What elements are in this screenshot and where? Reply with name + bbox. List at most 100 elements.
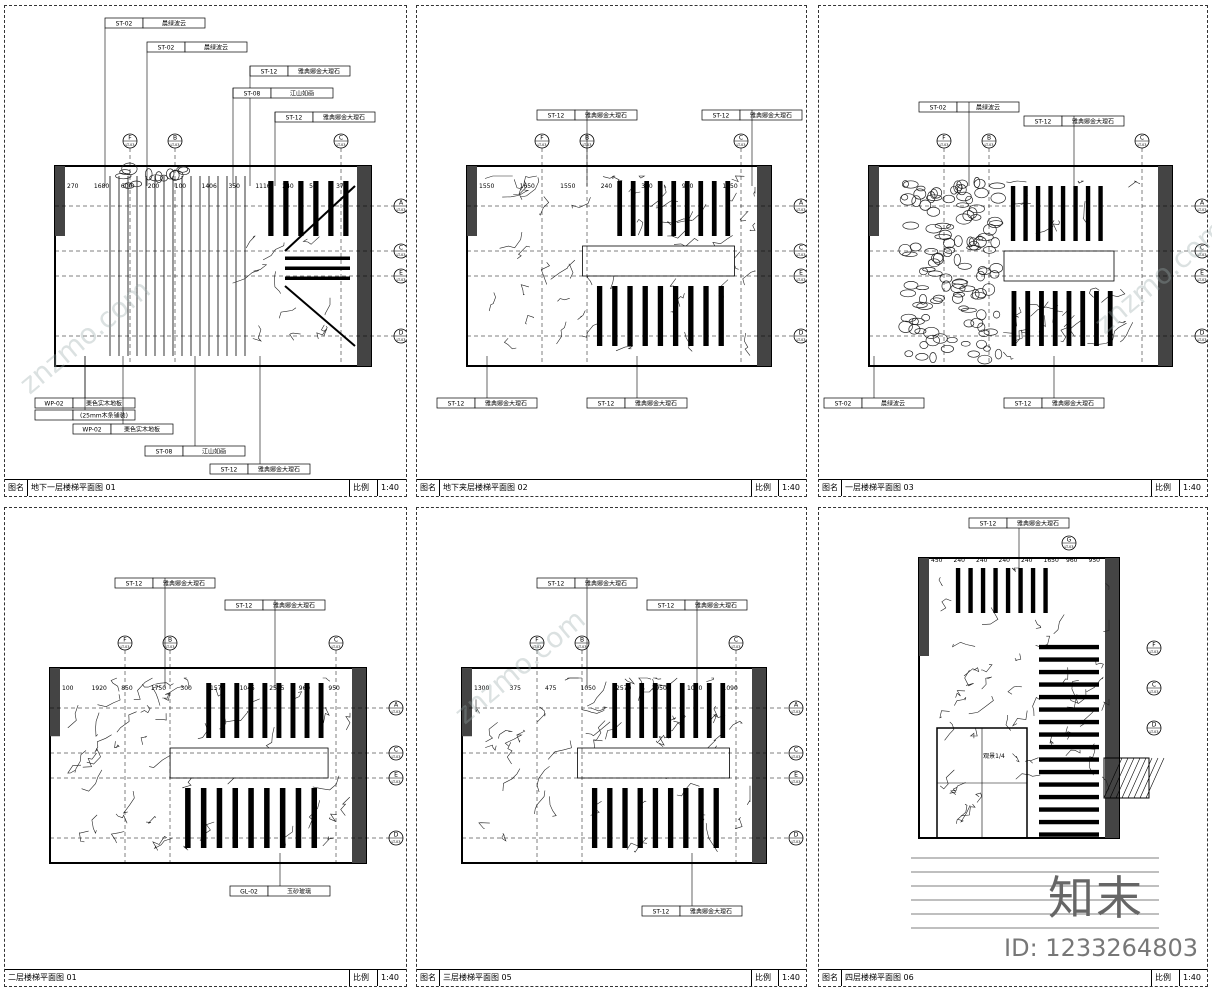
marble-vein (944, 721, 955, 741)
material-desc: 雅典娜金大理石 (485, 400, 527, 408)
dimension-label: 1050 (581, 685, 596, 692)
material-desc: 雅典娜金大理石 (323, 114, 365, 122)
marble-vein (1011, 710, 1028, 727)
stone-pattern (121, 162, 138, 176)
material-desc: 雅典娜金大理石 (750, 112, 792, 120)
material-tag-desc-box (574, 577, 638, 589)
material-code: ST-12 (221, 467, 238, 474)
scale-value: 1:40 (782, 973, 800, 982)
dimension-label: 310 (641, 183, 653, 190)
marble-vein (153, 838, 172, 850)
stair-tread (672, 286, 679, 346)
stair-tread (1039, 769, 1099, 775)
title-block-5: 图名 三层楼梯平面图 05 比例 1:40 (417, 969, 806, 986)
material-code: ST-12 (236, 603, 253, 610)
stone-pattern (971, 289, 980, 300)
stair-tread (596, 286, 603, 346)
dimension-label: 950 (328, 685, 340, 692)
marble-vein (503, 338, 517, 350)
stair-tread (630, 181, 636, 236)
stone-pattern (898, 243, 912, 257)
plan-drawing-3: FLT-03BLT-03CLT-03ALT-03CLT-03ELT-03DLT-… (823, 101, 1207, 409)
material-desc: 雅典娜金大理石 (1072, 118, 1114, 126)
marble-vein (513, 179, 523, 200)
marble-vein (110, 831, 125, 844)
marble-vein (746, 785, 751, 805)
marble-vein (594, 720, 606, 741)
grid-label: C (794, 747, 798, 754)
stone-pattern (926, 194, 943, 201)
material-tag-desc-box (287, 65, 351, 77)
stair-tread (667, 788, 674, 848)
stair-tread (652, 788, 659, 848)
marble-vein (557, 298, 570, 302)
grid-label: A (799, 200, 804, 207)
marble-vein (141, 683, 155, 688)
name-label: 图名 (822, 483, 838, 492)
marble-vein (1077, 180, 1084, 184)
marble-vein (520, 284, 529, 296)
stair-tread (625, 683, 631, 738)
material-tag-desc-box (624, 397, 688, 409)
scale-label: 比例 (353, 483, 369, 492)
wall-poche (352, 668, 366, 863)
wall-poche (55, 166, 65, 236)
marble-vein (1120, 322, 1134, 343)
marble-vein (662, 221, 675, 226)
material-desc: 雅典娜金大理石 (163, 580, 205, 588)
grid-ref: LT-03 (791, 710, 800, 714)
stone-pattern (904, 350, 914, 358)
stair-tread (703, 286, 709, 346)
stone-pattern (909, 242, 922, 252)
stair-tread (1052, 291, 1058, 346)
grid-ref: LT-03 (1197, 253, 1206, 257)
stone-pattern (921, 314, 931, 322)
marble-vein (1105, 583, 1110, 590)
stair-tread (248, 683, 254, 738)
marble-vein (320, 324, 328, 337)
material-code: ST-12 (980, 521, 997, 528)
marble-vein (749, 222, 756, 231)
stair-landing (1003, 250, 1115, 282)
grid-ref: LT-03 (331, 645, 340, 649)
stair-tread (1030, 568, 1036, 613)
stone-pattern (982, 283, 996, 296)
material-tag-desc-box (247, 463, 311, 475)
material-code: ST-12 (126, 581, 143, 588)
material-code: WP-02 (82, 427, 101, 434)
material-code: GL-02 (240, 889, 258, 896)
stone-pattern (159, 174, 168, 182)
marble-vein (956, 803, 968, 824)
grid-label: E (1200, 270, 1204, 277)
marble-vein (232, 270, 259, 284)
dimension-label: 950 (1089, 557, 1101, 564)
dimension-label: 1950 (652, 685, 667, 692)
marble-vein (133, 677, 153, 700)
marble-vein (478, 822, 490, 829)
marble-vein (674, 211, 694, 223)
material-code: ST-12 (1015, 401, 1032, 408)
name-label: 图名 (8, 483, 24, 492)
stair-tread (285, 256, 350, 260)
dimension-label: 1650 (1044, 557, 1059, 564)
marble-vein (964, 669, 974, 687)
space-note: 观景1/4 (983, 753, 1005, 760)
stone-pattern (942, 248, 953, 258)
marble-vein (1071, 680, 1079, 704)
material-tag-desc-box (474, 397, 538, 409)
sheet-title: 一层楼梯平面图 03 (845, 483, 914, 492)
stair-tread (591, 788, 598, 848)
dimension-label: 100 (175, 183, 187, 190)
marble-vein (753, 187, 756, 197)
material-desc: 栗色实木地板 (86, 400, 122, 408)
stair-tread (276, 683, 282, 738)
dimension-label: 1080 (687, 685, 702, 692)
dimension-label: 1550 (479, 183, 494, 190)
marble-vein (67, 764, 82, 774)
stair-tread (298, 181, 304, 236)
marble-vein (501, 833, 507, 842)
stair-tread (216, 788, 223, 848)
stair-tread (264, 788, 270, 848)
stone-pattern (919, 199, 932, 211)
